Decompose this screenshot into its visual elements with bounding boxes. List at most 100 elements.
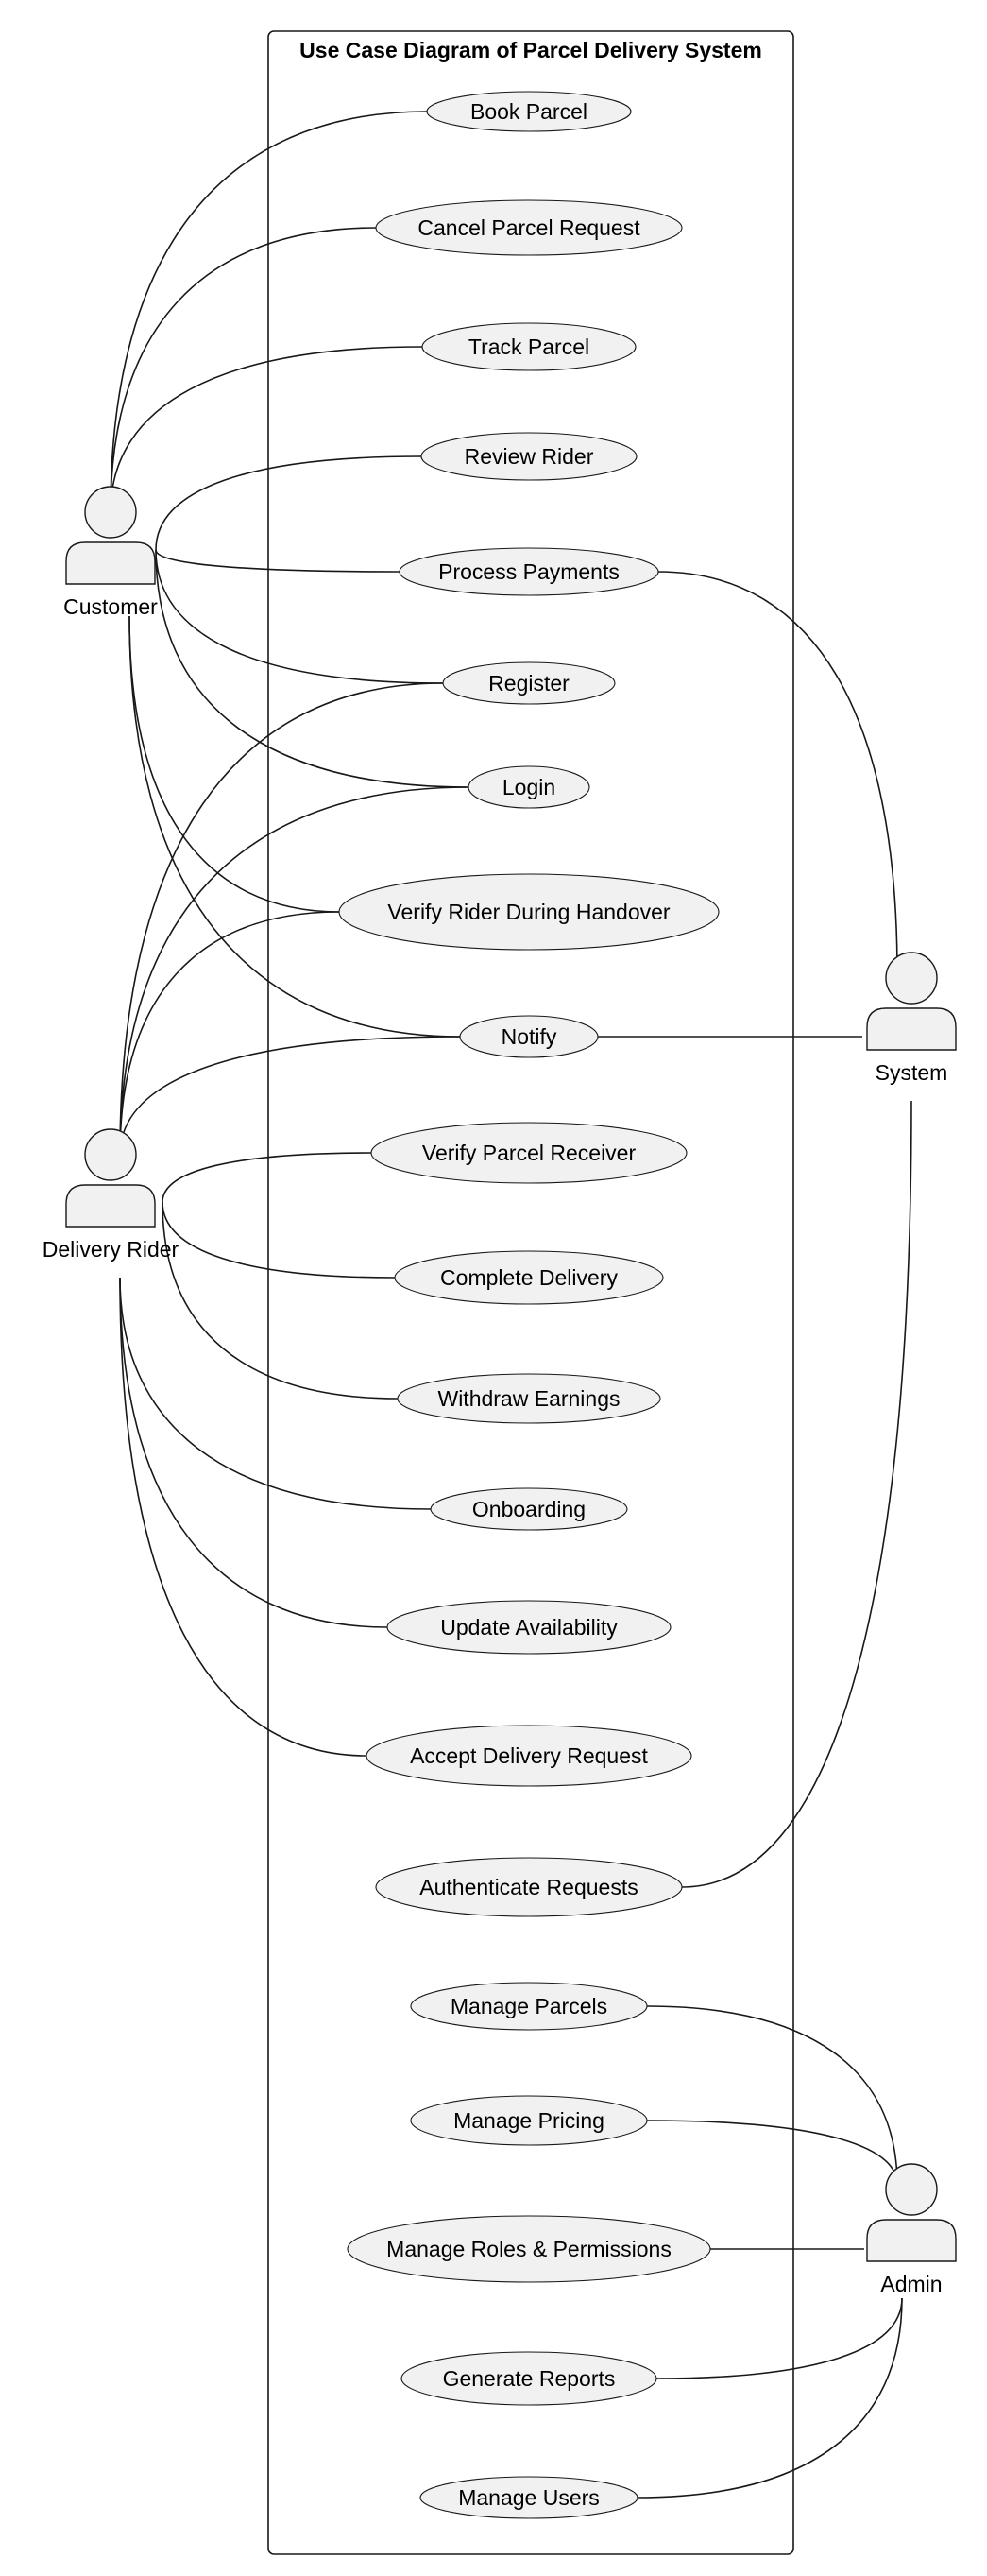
usecase-label: Manage Parcels <box>451 1994 607 2018</box>
usecase-label: Manage Roles & Permissions <box>386 2237 672 2261</box>
association-customer-track <box>110 346 423 513</box>
usecase-label: Review Rider <box>465 444 594 469</box>
association-admin-manage-pricing <box>646 2120 898 2186</box>
association-customer-login <box>155 549 469 788</box>
usecase-verify-handover: Verify Rider During Handover <box>338 873 720 951</box>
usecase-label: Verify Rider During Handover <box>387 900 670 924</box>
usecase-ellipse <box>386 1600 672 1655</box>
actor-rider: Delivery Rider <box>43 1128 179 1262</box>
usecase-notify: Notify <box>459 1015 599 1058</box>
usecase-login: Login <box>468 765 590 809</box>
usecase-label: Generate Reports <box>443 2366 616 2391</box>
usecase-ellipse <box>370 1122 688 1184</box>
usecase-ellipse <box>410 1982 648 2031</box>
usecase-label: Register <box>488 671 570 696</box>
usecase-withdraw: Withdraw Earnings <box>397 1373 661 1424</box>
association-rider-availability <box>119 1277 388 1628</box>
association-rider-complete <box>162 1201 396 1279</box>
usecase-register: Register <box>442 661 616 705</box>
actor-body <box>65 1184 156 1228</box>
usecase-ellipse <box>397 1373 661 1424</box>
usecase-label: Accept Delivery Request <box>410 1743 648 1768</box>
usecase-manage-parcels: Manage Parcels <box>410 1982 648 2031</box>
usecase-payments: Process Payments <box>399 547 659 596</box>
usecase-authenticate: Authenticate Requests <box>375 1857 683 1917</box>
usecase-label: Book Parcel <box>470 99 587 124</box>
usecase-label: Complete Delivery <box>440 1265 618 1290</box>
usecase-label: Manage Users <box>458 2485 600 2510</box>
usecase-ellipse <box>442 661 616 705</box>
association-rider-withdraw <box>162 1201 399 1400</box>
association-customer-book <box>110 111 428 513</box>
usecase-book: Book Parcel <box>426 91 632 132</box>
actor-head <box>84 1128 137 1181</box>
usecase-manage-pricing: Manage Pricing <box>410 2095 648 2146</box>
association-rider-verify-receiver <box>162 1152 372 1203</box>
usecase-ellipse <box>347 2215 711 2283</box>
usecase-ellipse <box>419 2476 638 2519</box>
usecase-label: Manage Pricing <box>453 2108 604 2133</box>
usecase-reports: Generate Reports <box>400 2351 657 2406</box>
usecase-onboarding: Onboarding <box>430 1487 628 1531</box>
usecase-ellipse <box>394 1250 664 1305</box>
actor-label: Admin <box>880 2272 942 2296</box>
actor-body <box>866 1007 957 1051</box>
association-rider-register <box>119 682 444 1156</box>
association-rider-notify <box>119 1036 461 1156</box>
association-customer-payments <box>155 549 400 573</box>
actor-label: Delivery Rider <box>43 1237 179 1262</box>
usecase-ellipse <box>400 2351 657 2406</box>
actor-body <box>866 2219 957 2262</box>
actor-system: System <box>866 952 957 1085</box>
usecase-manage-roles: Manage Roles & Permissions <box>347 2215 711 2283</box>
usecase-ellipse <box>421 322 637 371</box>
usecase-label: Update Availability <box>440 1615 618 1640</box>
actor-admin: Admin <box>866 2163 957 2296</box>
usecase-review: Review Rider <box>420 432 638 481</box>
usecase-complete: Complete Delivery <box>394 1250 664 1305</box>
actor-customer: Customer <box>63 486 158 619</box>
usecase-availability: Update Availability <box>386 1600 672 1655</box>
usecase-label: Authenticate Requests <box>419 1875 638 1899</box>
usecase-manage-users: Manage Users <box>419 2476 638 2519</box>
usecase-label: Onboarding <box>472 1497 586 1521</box>
usecase-ellipse <box>375 199 683 256</box>
association-customer-review <box>155 455 422 551</box>
usecase-track: Track Parcel <box>421 322 637 371</box>
usecase-ellipse <box>430 1487 628 1531</box>
usecase-ellipse <box>410 2095 648 2146</box>
usecase-label: Notify <box>502 1024 557 1049</box>
association-system-payments <box>657 571 898 974</box>
usecase-ellipse <box>338 873 720 951</box>
usecase-label: Track Parcel <box>468 335 589 359</box>
association-customer-cancel <box>110 227 377 513</box>
association-system-authenticate <box>681 1100 912 1888</box>
diagram-title: Use Case Diagram of Parcel Delivery Syst… <box>299 38 762 62</box>
usecase-label: Process Payments <box>438 559 620 584</box>
association-rider-onboarding <box>119 1277 432 1510</box>
association-rider-accept <box>119 1277 367 1757</box>
actor-head <box>84 486 137 539</box>
usecase-ellipse <box>426 91 632 132</box>
association-admin-reports <box>655 2297 903 2379</box>
usecase-ellipse <box>420 432 638 481</box>
usecase-label: Verify Parcel Receiver <box>422 1141 637 1165</box>
usecase-ellipse <box>468 765 590 809</box>
actor-label: System <box>876 1060 948 1085</box>
usecase-label: Cancel Parcel Request <box>417 215 640 240</box>
association-rider-login <box>119 786 469 1156</box>
usecase-verify-receiver: Verify Parcel Receiver <box>370 1122 688 1184</box>
association-customer-register <box>155 549 444 684</box>
association-customer-notify <box>128 615 461 1038</box>
association-rider-verify-handover <box>119 911 340 1156</box>
usecase-accept: Accept Delivery Request <box>366 1725 692 1787</box>
actor-head <box>885 952 938 1005</box>
usecase-ellipse <box>366 1725 692 1787</box>
usecase-ellipse <box>459 1015 599 1058</box>
usecase-ellipse <box>375 1857 683 1917</box>
association-admin-manage-parcels <box>646 2005 898 2186</box>
actor-head <box>885 2163 938 2216</box>
usecase-cancel: Cancel Parcel Request <box>375 199 683 256</box>
usecase-label: Withdraw Earnings <box>437 1386 620 1411</box>
